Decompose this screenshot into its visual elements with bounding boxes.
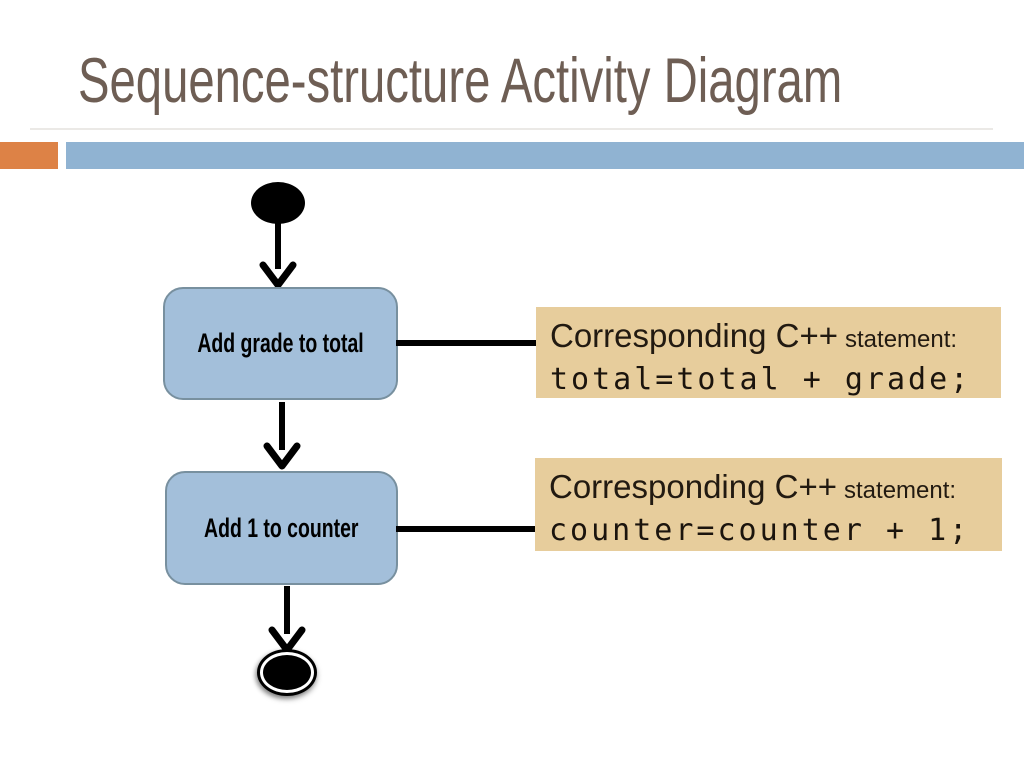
callout-code: counter=counter + 1; bbox=[549, 513, 971, 548]
callout-heading-main: Corresponding C++ bbox=[550, 317, 839, 354]
callout-counter-statement: Corresponding C++statement: counter=coun… bbox=[535, 458, 1002, 551]
blue-accent-bar bbox=[66, 142, 1024, 169]
flow-arrow bbox=[268, 586, 306, 654]
page-title: Sequence-structure Activity Diagram bbox=[78, 46, 843, 116]
connector-line bbox=[396, 340, 537, 346]
activity-box-add-grade: Add grade to total bbox=[163, 287, 398, 400]
callout-code: total=total + grade; bbox=[550, 362, 972, 397]
flow-arrow bbox=[263, 402, 301, 470]
final-node bbox=[257, 649, 317, 696]
callout-heading-tail: statement: bbox=[845, 326, 958, 353]
title-underline-rule bbox=[30, 128, 993, 130]
callout-heading: Corresponding C++statement: bbox=[549, 466, 988, 512]
callout-heading: Corresponding C++statement: bbox=[550, 315, 987, 361]
connector-line bbox=[396, 526, 536, 532]
activity-label: Add grade to total bbox=[197, 328, 364, 358]
callout-heading-main: Corresponding C++ bbox=[549, 468, 838, 505]
callout-total-statement: Corresponding C++statement: total=total … bbox=[536, 307, 1001, 398]
flow-arrow bbox=[259, 221, 297, 289]
activity-box-add-counter: Add 1 to counter bbox=[165, 471, 398, 585]
callout-heading-tail: statement: bbox=[844, 477, 957, 504]
activity-label: Add 1 to counter bbox=[204, 512, 359, 543]
final-node-core bbox=[263, 655, 311, 690]
initial-node bbox=[251, 182, 305, 224]
orange-accent-bar bbox=[0, 142, 58, 169]
